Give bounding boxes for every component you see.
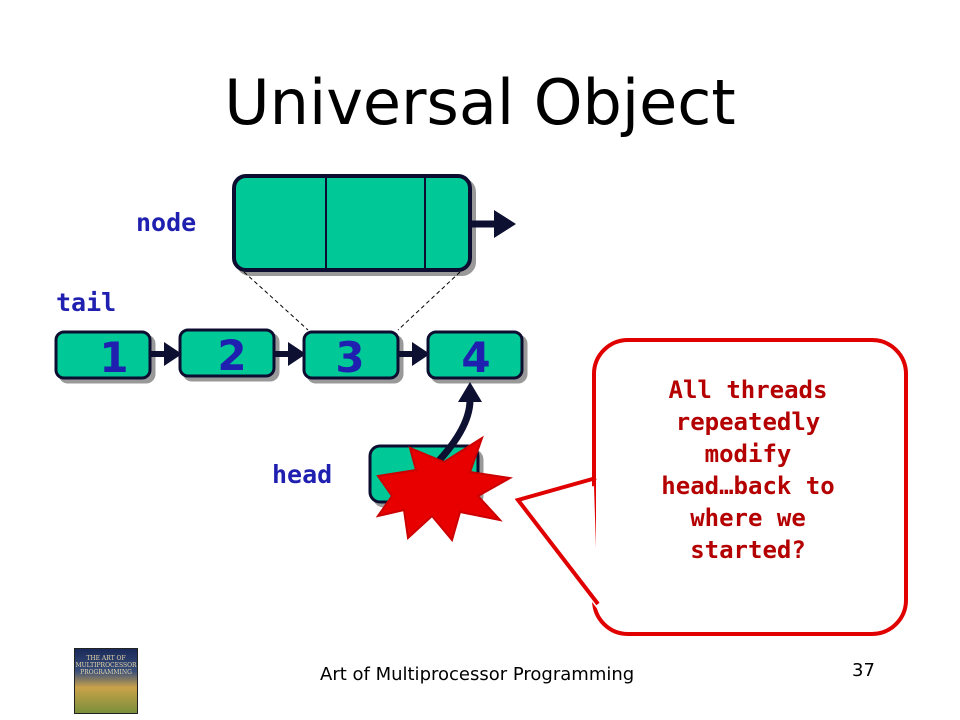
callout-line: where we <box>690 504 806 532</box>
list-node-4-label: 4 <box>461 333 490 382</box>
callout-line: started? <box>690 536 806 564</box>
zoom-line-left <box>243 271 309 331</box>
expanded-node <box>232 174 472 272</box>
callout-line: repeatedly <box>675 408 821 436</box>
book-cover-thumbnail: THE ART OF MULTIPROCESSOR PROGRAMMING <box>74 648 138 714</box>
callout-text: All threads repeatedly modify head…back … <box>630 374 866 566</box>
callout-line: head…back to <box>661 472 835 500</box>
page-number: 37 <box>852 660 875 681</box>
list-arrow-2-3 <box>274 342 306 366</box>
callout-bubble <box>514 338 908 636</box>
node-next-arrow <box>470 210 516 238</box>
footer-book-title: Art of Multiprocessor Programming <box>320 664 635 685</box>
list-node-2-label: 2 <box>217 331 246 380</box>
node-label: node <box>136 208 197 237</box>
callout-line: modify <box>704 440 792 468</box>
list-node-1-label: 1 <box>99 333 128 382</box>
list-arrow-1-2 <box>150 342 182 366</box>
callout-line: All threads <box>668 376 828 404</box>
book-cover-text: THE ART OF MULTIPROCESSOR PROGRAMMING <box>75 655 137 676</box>
zoom-line-right <box>397 271 461 331</box>
explosion-burst <box>375 435 514 543</box>
list-node-3-label: 3 <box>335 333 364 382</box>
list-arrow-3-4 <box>398 342 430 366</box>
tail-label: tail <box>56 288 117 317</box>
head-label: head <box>272 460 333 489</box>
slide-title: Universal Object <box>224 66 736 139</box>
